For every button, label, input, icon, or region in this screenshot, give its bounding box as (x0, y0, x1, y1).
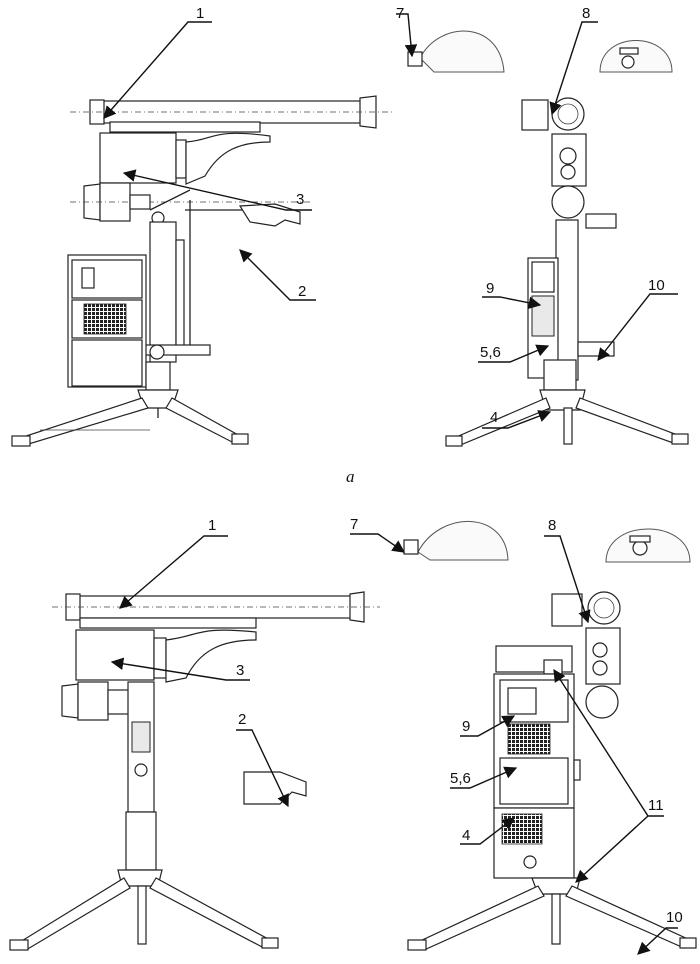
column-bottom-left (125, 681, 157, 871)
launch-tube-bottom-left (52, 591, 380, 629)
leader-9-top (482, 296, 542, 309)
tripod-top-right (445, 389, 689, 447)
label-7-top: 7 (396, 5, 404, 22)
label-10-top: 10 (648, 277, 665, 294)
sight-head-bottom-right (551, 591, 621, 719)
leader-8-bottom (544, 535, 591, 624)
callout-labels: 1 3 2 7 8 9 10 5,6 4 а 1 7 8 3 2 9 5,6 1… (196, 5, 683, 926)
label-4-bottom: 4 (462, 827, 470, 844)
view-top-left (11, 95, 392, 447)
leader-1-bottom (119, 535, 228, 609)
thermal-scope-bottom-left (61, 681, 137, 721)
tripod-bottom-right (407, 877, 697, 951)
label-56-bottom: 5,6 (450, 770, 471, 787)
view-top-right (407, 30, 689, 447)
helmet-side-top (407, 30, 505, 73)
leader-4-bottom (460, 817, 516, 845)
leader-11-b (575, 815, 649, 883)
label-1-top: 1 (196, 5, 204, 22)
leader-10-bottom (637, 927, 678, 955)
label-1-bottom: 1 (208, 517, 216, 534)
leader-4-top (482, 410, 552, 429)
leader-1-top (103, 21, 212, 119)
leader-10-top (597, 293, 678, 361)
label-7-bottom: 7 (350, 516, 358, 533)
helmet-side-bottom (403, 520, 509, 561)
trigger-grip-bottom-left (243, 771, 307, 805)
label-9-top: 9 (486, 280, 494, 297)
battery-box-bottom-right (493, 645, 581, 879)
leader-lines (103, 13, 678, 955)
tripod-bottom-left (9, 869, 279, 951)
tripod-top-left (11, 361, 249, 447)
leader-7-bottom (350, 533, 406, 553)
leader-3-top (122, 169, 312, 211)
label-10-bottom: 10 (666, 909, 683, 926)
leader-2-bottom (236, 729, 289, 808)
leader-9-bottom (460, 715, 516, 737)
leader-8-top (549, 21, 598, 116)
leader-56-bottom (450, 766, 518, 789)
view-bottom-right (403, 520, 697, 951)
label-2-bottom: 2 (238, 711, 246, 728)
label-3-bottom: 3 (236, 662, 244, 679)
column-top-right (527, 219, 615, 391)
electronics-box-top-left (67, 254, 147, 388)
column-top-left (139, 200, 211, 363)
sight-head-top-right (521, 97, 617, 229)
leader-2-top (239, 249, 316, 301)
label-9-bottom: 9 (462, 718, 470, 735)
label-4-top: 4 (490, 409, 498, 426)
sight-unit-bottom-left (75, 629, 257, 683)
leader-3-bottom (110, 657, 250, 681)
label-3-top: 3 (296, 191, 304, 208)
label-8-top: 8 (582, 5, 590, 22)
helmet-front-bottom (605, 528, 691, 563)
label-11: 11 (648, 797, 664, 814)
helmet-front-top (599, 40, 673, 73)
caption-a: а (346, 467, 355, 486)
label-8-bottom: 8 (548, 517, 556, 534)
leader-56-top (478, 344, 550, 363)
label-2-top: 2 (298, 283, 306, 300)
label-56-top: 5,6 (480, 344, 501, 361)
leader-7-top (396, 13, 418, 58)
sight-unit-top-left (99, 132, 271, 185)
view-bottom-left (9, 591, 380, 951)
